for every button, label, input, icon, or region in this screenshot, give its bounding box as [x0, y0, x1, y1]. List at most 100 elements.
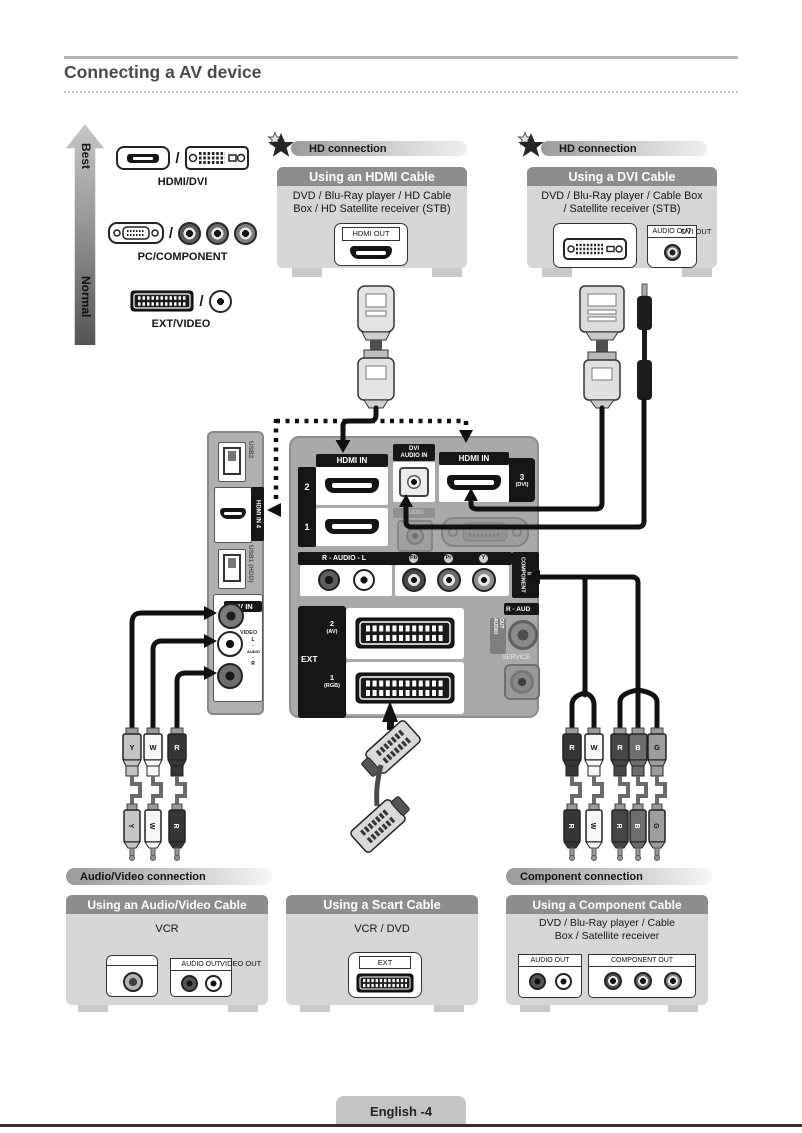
bottom-rule — [0, 1124, 802, 1127]
box-foot — [300, 1003, 330, 1012]
svg-text:G: G — [654, 743, 660, 752]
svg-text:R: R — [172, 823, 179, 828]
audio-label: AUDIO — [247, 649, 260, 654]
component-jack-r — [604, 972, 622, 990]
device-list-line: Box / HD Satellite receiver (STB) — [293, 203, 451, 215]
video-jack — [205, 975, 222, 992]
svg-text:R: R — [617, 743, 623, 752]
hdmi-out-device: HDMI OUT — [334, 223, 408, 266]
quality-normal-label: Normal — [79, 276, 93, 318]
component-connection-tab-label: Component connection — [520, 870, 643, 883]
rca-connector-comp-g: G — [647, 727, 667, 777]
usb2-port — [218, 442, 246, 482]
rca-connector-y: Y — [122, 727, 142, 777]
ext-2-av-label: 2 (AV) — [320, 620, 344, 636]
dvi-connector-icon — [184, 146, 249, 170]
box-foot — [520, 1003, 550, 1012]
ext-1-scart-port — [346, 662, 464, 714]
usb1-label: USB1 (HDD) — [247, 545, 254, 583]
legend-item-pc-component: / PC/COMPONENT — [100, 220, 265, 263]
ext2-sub: (AV) — [326, 629, 338, 635]
device-list-line: VCR — [155, 923, 179, 935]
pb-symbol: Pb — [409, 554, 418, 563]
dotted-divider — [64, 91, 738, 93]
device-list-line: DVD / Blu-Ray player / Cable — [539, 917, 675, 929]
rca-plug-comp-r: R — [611, 803, 629, 861]
component-in-label: COMPONENT IN — [512, 552, 539, 598]
component-cable-box: Using a Component Cable DVD / Blu-Ray pl… — [506, 895, 708, 1005]
star-icon — [517, 131, 544, 157]
component-y-jack — [472, 568, 496, 592]
hdmi-1-number: 1 — [304, 522, 310, 532]
legend-label: HDMI/DVI — [157, 176, 208, 188]
dvi-label-line1: DVI — [408, 445, 419, 452]
video-out-jack — [123, 972, 143, 992]
star-icon — [267, 131, 294, 157]
rca-jack-icon — [206, 221, 230, 245]
rca-connector-comp-r: R — [610, 727, 630, 777]
svg-text:W: W — [149, 743, 157, 752]
rca-jack-icon — [178, 221, 202, 245]
device-list-line: DVD / Blu-Ray player / HD Cable — [292, 190, 452, 202]
rca-plug-w: W — [144, 803, 162, 861]
vcr-device — [106, 955, 158, 997]
audio-rl-jack-box — [300, 565, 392, 596]
ext1-sub: (RGB) — [324, 683, 340, 689]
audio-r-label: R — [251, 661, 255, 667]
hdmi-3-sub: (DVI) — [515, 481, 529, 488]
component-jack-box — [395, 565, 509, 596]
dvi-cable-box-header: Using a DVI Cable — [527, 167, 717, 186]
hd-connection-label: HD connection — [309, 142, 387, 155]
page-number: English -4 — [369, 1103, 433, 1119]
component-connection-tab: Component connection — [506, 868, 712, 885]
legend-item-ext-video: / EXT/VIDEO — [116, 289, 246, 330]
component-jack-b — [634, 972, 652, 990]
ext-device: EXT — [348, 952, 422, 998]
hd-connection-label: HD connection — [559, 142, 637, 155]
audio-out-text1: AUDIO — [492, 618, 498, 635]
stereo-audio-cable-connector — [637, 283, 652, 400]
component-in-text: COMPONENT — [519, 557, 526, 593]
box-foot — [682, 268, 712, 277]
audio-out-label: AUDIO OUT — [647, 225, 697, 238]
hdmi-port-icon — [350, 246, 392, 259]
rca-plug-comp-b: B — [629, 803, 647, 861]
dim-audio-jack — [397, 520, 433, 552]
rca-jack-icon — [208, 289, 232, 313]
service-label: SERVICE — [502, 654, 531, 661]
pr-symbol: Pr — [444, 554, 453, 563]
ext-label: EXT — [359, 956, 411, 969]
rca-connector-audio-r: R — [562, 727, 582, 777]
rca-plug-r: R — [168, 803, 186, 861]
scart-cable-box-header: Using a Scart Cable — [286, 895, 478, 914]
slash-separator: / — [168, 224, 174, 242]
dvi-port-icon — [563, 238, 627, 260]
service-jack — [504, 664, 540, 700]
component-out-device: COMPONENT OUT — [588, 954, 696, 998]
scart-port-icon — [356, 973, 414, 993]
dvi-cable-connector — [579, 285, 625, 409]
svg-text:Y: Y — [129, 743, 134, 752]
svg-text:Y: Y — [127, 824, 134, 829]
dvi-out-device — [553, 223, 637, 268]
tv-rear-panel: HDMI IN 2 1 DVI AUDIO IN HDMI IN 3 (DVI) — [289, 436, 540, 718]
hdmi-in-bar: HDMI IN — [316, 454, 388, 467]
av-in-section: AV IN VIDEO L - AUDIO - R — [213, 594, 263, 702]
audio-jack-icon — [664, 244, 681, 261]
audio-out-label: AUDIO OUT — [170, 958, 232, 971]
box-foot — [228, 1003, 258, 1012]
dvi-cable-box: Using a DVI Cable DVD / Blu-Ray player /… — [527, 167, 717, 268]
audio-lr-labels: L - AUDIO - R — [247, 637, 260, 667]
hdmi-in-3-port — [439, 465, 509, 502]
dvi-label-line2: AUDIO IN — [400, 452, 428, 459]
component-cable-box-header: Using a Component Cable — [506, 895, 708, 914]
dim-vga-port — [441, 517, 529, 547]
svg-text:B: B — [635, 743, 641, 752]
device-list-line: Box / Satellite receiver — [554, 930, 660, 942]
dvi-audio-in-label: DVI AUDIO IN — [393, 444, 435, 461]
hdmi-out-label: HDMI OUT — [342, 227, 400, 241]
av-connection-tab-label: Audio/Video connection — [80, 870, 206, 883]
page-title: Connecting a AV device — [64, 62, 262, 82]
scart-cable — [374, 764, 384, 807]
